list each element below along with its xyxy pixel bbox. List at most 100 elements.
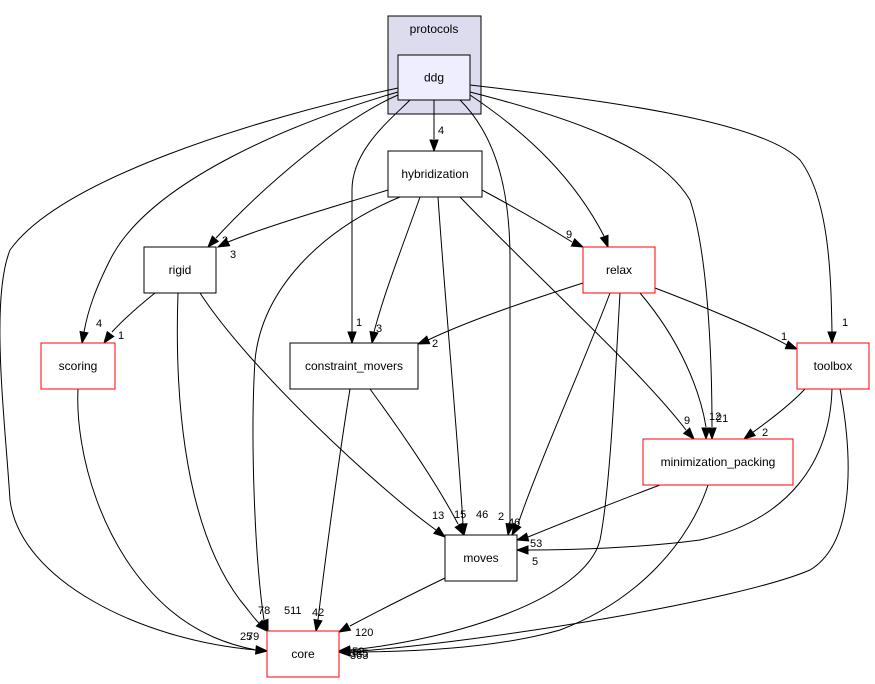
edge-weight-label: 46	[476, 509, 488, 521]
edge-relax-to-toolbox[interactable]: 1	[654, 287, 799, 350]
arrowhead	[682, 427, 695, 441]
edge-weight-label: 42	[312, 607, 324, 619]
edge-ddg-to-scoring[interactable]: 4	[79, 91, 399, 345]
edge-weight-label: 3	[230, 249, 236, 261]
node-rigid[interactable]: rigid	[143, 246, 217, 294]
edge-scoring-to-core[interactable]: 79	[77, 388, 269, 655]
edges-layer: 4214111222539394651111378212146527915422…	[0, 84, 849, 662]
edge-minimization-packing-to-core[interactable]: 385	[337, 484, 709, 660]
edge-ddg-to-hybridization[interactable]: 4	[429, 100, 444, 153]
edge-line	[0, 87, 399, 651]
node-box	[266, 630, 340, 678]
node-box	[796, 342, 870, 390]
edge-weight-label: 4	[438, 125, 444, 137]
edge-toolbox-to-core[interactable]: 363	[337, 388, 849, 662]
edge-toolbox-to-minimization-packing[interactable]: 2	[742, 388, 806, 440]
edge-weight-label: 385	[350, 648, 368, 660]
arrowhead	[369, 330, 379, 345]
edge-ddg-to-rigid[interactable]: 2	[207, 94, 399, 249]
edge-rigid-to-moves[interactable]: 13	[199, 292, 447, 538]
edge-weight-label: 15	[454, 509, 466, 521]
edge-weight-label: 25	[240, 631, 252, 643]
edge-hybridization-to-moves[interactable]: 46	[437, 196, 488, 537]
edge-rigid-to-core[interactable]: 78	[176, 292, 270, 633]
node-minimization-packing[interactable]: minimization_packing	[642, 438, 794, 486]
node-box	[582, 246, 656, 294]
edge-line	[459, 99, 511, 524]
arrowhead	[216, 237, 231, 248]
arrowhead	[511, 522, 522, 537]
edge-rigid-to-scoring[interactable]: 1	[103, 292, 156, 345]
node-label: relax	[606, 263, 632, 277]
edge-weight-label: 1	[356, 317, 362, 329]
edge-weight-label: 1	[842, 317, 848, 329]
edge-constraint-movers-to-core[interactable]: 42	[312, 388, 351, 633]
edge-weight-label: 46	[508, 517, 520, 529]
node-toolbox[interactable]: toolbox	[796, 342, 870, 390]
edge-weight-label: 2	[762, 427, 768, 439]
edge-relax-to-minimization-packing[interactable]: 21	[639, 292, 728, 441]
node-core[interactable]: core	[266, 630, 340, 678]
edge-line	[459, 196, 687, 431]
node-relax[interactable]: relax	[582, 246, 656, 294]
edge-minimization-packing-to-moves[interactable]: 53	[515, 484, 661, 550]
edge-hybridization-to-rigid[interactable]: 3	[216, 189, 389, 261]
arrowhead	[599, 234, 609, 249]
edge-line	[427, 282, 584, 341]
edge-ddg-to-toolbox[interactable]: 1	[469, 84, 848, 345]
edge-line	[751, 388, 806, 434]
arrowhead	[347, 331, 357, 345]
cluster-label: protocols	[410, 22, 459, 36]
edge-ddg-to-relax[interactable]: 1	[469, 94, 618, 261]
arrowhead	[515, 545, 529, 555]
edge-weight-label: 78	[258, 605, 270, 617]
edge-weight-label: 2	[432, 338, 438, 350]
edge-line	[639, 292, 707, 428]
edge-weight-label: 21	[716, 413, 728, 425]
edge-weight-label: 12	[709, 411, 721, 423]
edge-line	[349, 292, 621, 651]
node-moves[interactable]: moves	[444, 534, 518, 582]
edge-weight-label: 3	[376, 323, 382, 335]
node-scoring[interactable]: scoring	[40, 342, 116, 390]
arrowhead	[313, 618, 323, 633]
edge-moves-to-core[interactable]: 120	[337, 577, 446, 639]
node-label: rigid	[169, 263, 192, 277]
node-label: hybridization	[401, 167, 468, 181]
edge-line	[351, 99, 411, 332]
edge-toolbox-to-moves[interactable]: 5	[515, 388, 833, 568]
edge-line	[654, 287, 788, 346]
node-ddg[interactable]: ddg	[397, 54, 471, 101]
arrowhead	[505, 522, 515, 537]
edge-line	[227, 189, 389, 243]
edge-line	[437, 196, 464, 525]
edge-ddg-to-constraint-movers[interactable]: 1	[347, 99, 411, 345]
node-hybridization[interactable]: hybridization	[387, 150, 483, 198]
arrowhead	[742, 428, 757, 440]
arrowhead	[433, 526, 447, 538]
node-constraint-movers[interactable]: constraint_movers	[289, 342, 419, 390]
edge-line	[349, 577, 446, 627]
node-box	[642, 438, 794, 486]
node-box	[40, 342, 116, 390]
edge-ddg-to-minimization-packing[interactable]: 12	[469, 91, 721, 441]
edge-hybridization-to-core[interactable]: 511	[252, 196, 401, 633]
edge-line	[373, 196, 421, 333]
node-label: constraint_movers	[305, 359, 403, 373]
edge-hybridization-to-minimization-packing[interactable]: 9	[459, 196, 695, 441]
edge-hybridization-to-relax[interactable]: 9	[481, 189, 585, 248]
edge-relax-to-constraint-movers[interactable]: 2	[416, 282, 584, 350]
edge-line	[176, 292, 261, 625]
edge-line	[469, 84, 833, 333]
edge-line	[199, 292, 437, 531]
edge-line	[111, 292, 156, 333]
edge-line	[369, 388, 459, 525]
arrowhead	[515, 532, 530, 542]
edge-ddg-to-moves[interactable]: 2	[459, 99, 515, 537]
edge-line	[469, 91, 713, 428]
edge-weight-label: 4	[96, 318, 102, 330]
edge-relax-to-moves[interactable]: 46	[508, 292, 611, 537]
edge-constraint-movers-to-moves[interactable]: 15	[369, 388, 466, 537]
edge-line	[527, 484, 661, 538]
edge-hybridization-to-constraint-movers[interactable]: 3	[369, 196, 421, 345]
